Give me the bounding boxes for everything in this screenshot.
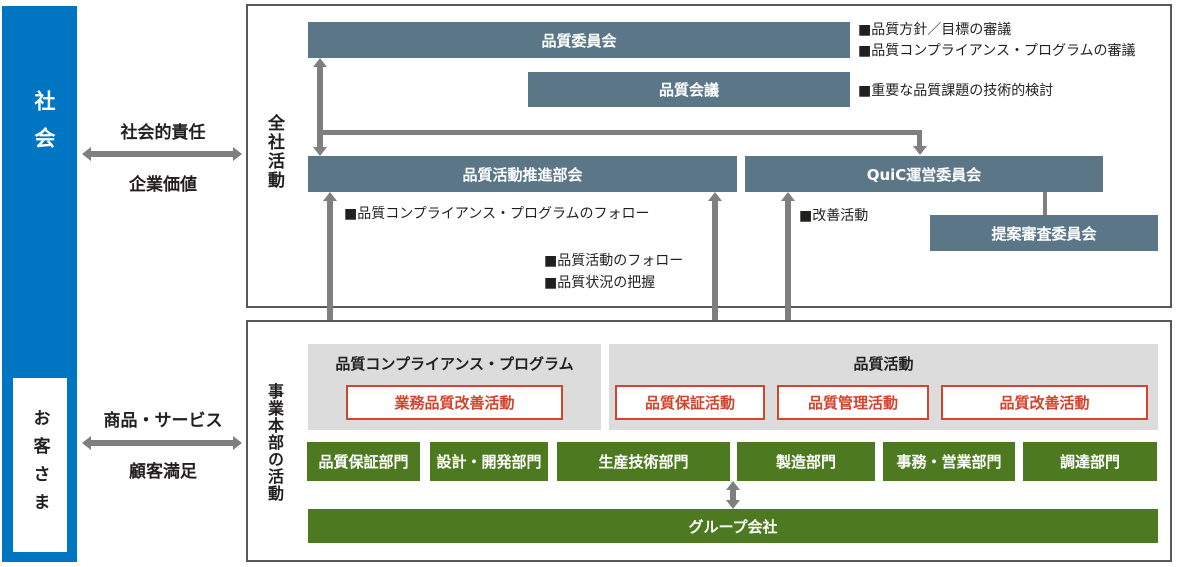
society-label: 社会: [32, 90, 56, 164]
department-box-procurement: 調達部門: [1023, 442, 1157, 481]
quality-control-activity-box: 品質管理活動: [777, 385, 929, 420]
group-company-box: グループ会社: [308, 509, 1158, 543]
society-arrow: [82, 147, 242, 161]
committee-subcommittee-arrow: [313, 58, 327, 156]
promotion-subcommittee-note: ■品質コンプライアンス・プログラムのフォロー: [344, 206, 650, 222]
company-wide-section-label: 全社活動: [264, 114, 284, 190]
department-box-manufacturing: 製造部門: [737, 442, 875, 481]
quality-committee-note-1: ■品質方針／目標の審議: [858, 22, 1012, 38]
customer-arrow: [82, 436, 242, 450]
quality-committee-note-2: ■品質コンプライアンス・プログラムの審議: [858, 43, 1136, 59]
committee-quic-branch-arrowhead: [913, 146, 927, 155]
follow-note-1: ■品質活動のフォロー: [544, 253, 684, 269]
quality-improvement-activity-box: 品質改善活動: [941, 385, 1148, 420]
quality-committee-box: 品質委員会: [308, 22, 850, 58]
customer-satisfaction-label: 顧客満足: [129, 462, 197, 482]
customer-box: お客さま: [13, 378, 67, 552]
department-box-quality-assurance: 品質保証部門: [307, 442, 420, 481]
products-services-label: 商品・サービス: [103, 411, 223, 431]
quality-meeting-note: ■重要な品質課題の技術的検討: [858, 83, 1054, 99]
promotion-subcommittee-box: 品質活動推進部会: [308, 156, 737, 192]
proposal-committee-box: 提案審査委員会: [930, 215, 1158, 251]
division-section-label: 事業本部の活動: [265, 383, 284, 502]
quic-proposal-connector: [1043, 192, 1047, 216]
compliance-program-title: 品質コンプライアンス・プログラム: [335, 355, 574, 373]
quic-committee-box: QuiC運営委員会: [745, 156, 1103, 192]
follow-note-2: ■品質状況の把握: [544, 275, 656, 291]
quic-note: ■改善活動: [799, 208, 869, 224]
department-box-admin-sales: 事務・営業部門: [883, 442, 1015, 481]
department-box-production-engineering: 生産技術部門: [557, 442, 730, 481]
quality-assurance-activity-box: 品質保証活動: [615, 385, 765, 420]
social-responsibility-label: 社会的責任: [120, 123, 206, 143]
corporate-value-label: 企業価値: [129, 175, 197, 195]
quality-activity-panel: 品質活動 品質保証活動 品質管理活動 品質改善活動: [609, 344, 1158, 430]
department-box-design-development: 設計・開発部門: [430, 442, 548, 481]
department-group-arrow: [726, 481, 740, 509]
quality-meeting-box: 品質会議: [528, 72, 850, 107]
quality-activity-title: 品質活動: [853, 355, 914, 373]
compliance-program-panel: 品質コンプライアンス・プログラム 業務品質改善活動: [308, 344, 601, 430]
committee-quic-branch-line: [318, 130, 922, 151]
customer-label: お客さま: [29, 409, 50, 521]
society-bar: 社会 お客さま: [2, 6, 77, 562]
business-quality-improvement-box: 業務品質改善活動: [346, 385, 563, 420]
